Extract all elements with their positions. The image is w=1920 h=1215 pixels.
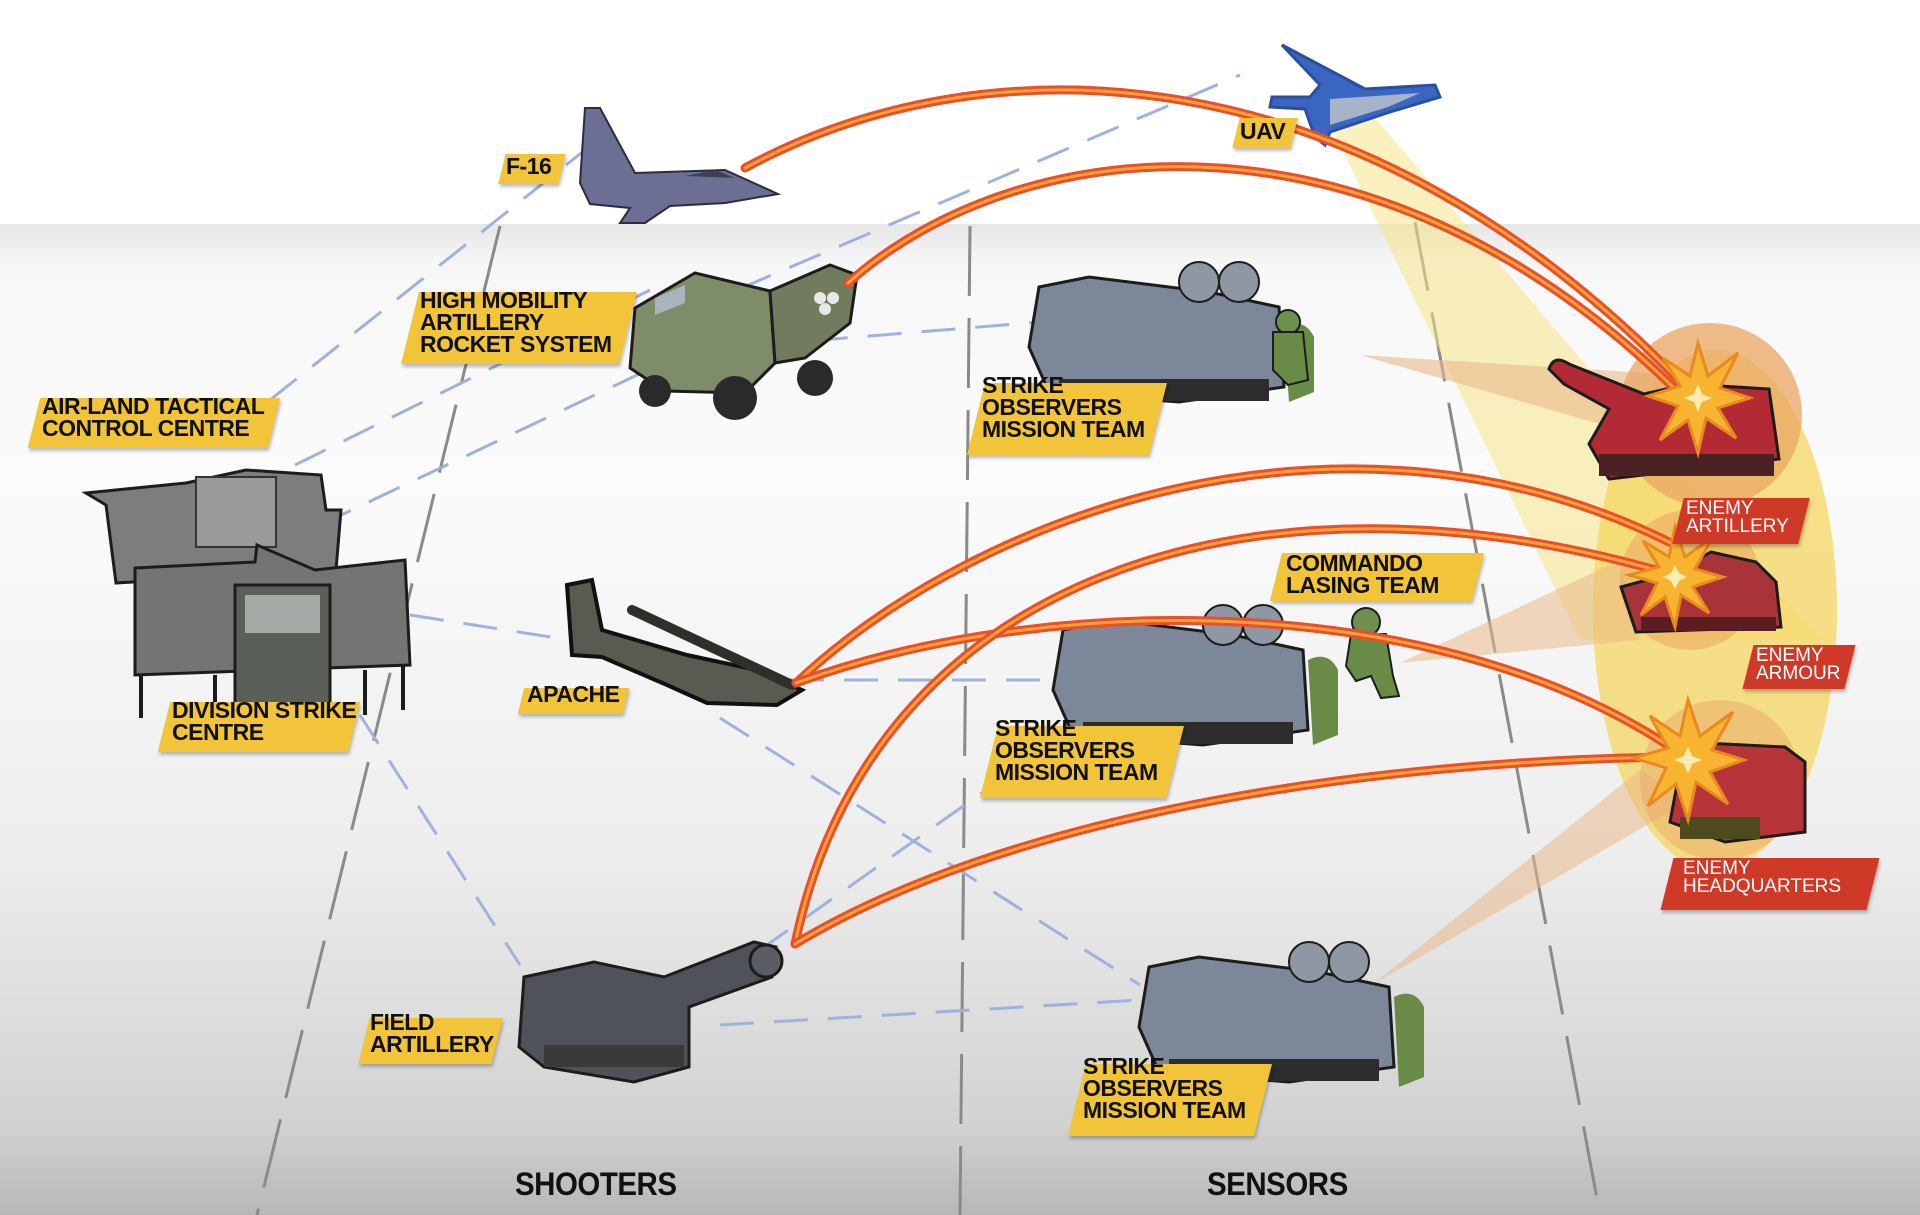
explosion-icon-enemy-armour: [1623, 521, 1729, 633]
label-altcc-text: AIR-LAND TACTICAL CONTROL CENTRE: [42, 393, 265, 441]
label-dsc-text: DIVISION STRIKE CENTRE: [172, 697, 357, 745]
comm-link: [759, 778, 1001, 952]
label-somt-2-text: STRIKE OBSERVERS MISSION TEAM: [995, 715, 1158, 785]
apache-helicopter-icon[interactable]: [564, 577, 807, 708]
strike-arc-f16-to-enemy-artillery: [740, 85, 1698, 400]
strike-arc-himars-to-enemy-artillery: [843, 162, 1691, 405]
explosion-icon-enemy-hq: [1628, 694, 1749, 826]
observer-cone-2: [1400, 560, 1640, 663]
label-himars-text: HIGH MOBILITY ARTILLERY ROCKET SYSTEM: [420, 287, 612, 357]
label-himars: HIGH MOBILITY ARTILLERY ROCKET SYSTEM: [401, 287, 637, 364]
field-artillery-howitzer-icon[interactable]: [517, 940, 784, 1084]
strike-observers-vehicle-3-icon[interactable]: [1137, 941, 1424, 1087]
divider-line-left: [255, 225, 502, 1215]
comm-link: [719, 716, 1141, 987]
commando-soldier-icon[interactable]: [1344, 607, 1401, 700]
divider-line-center: [958, 225, 972, 1215]
comm-link: [719, 998, 1141, 1027]
comm-link: [269, 148, 586, 402]
comm-link: [689, 73, 1241, 312]
divider-line-right: [1413, 221, 1602, 1215]
label-enemy-hq: ENEMY HEADQUARTERS: [1660, 858, 1880, 910]
label-f16: F-16: [498, 153, 566, 184]
strike-arc-apache-to-enemy-armour: [791, 464, 1680, 688]
column-title-shooters: SHOOTERS: [515, 1166, 677, 1202]
strike-arc-field-artillery-to-enemy-hq: [790, 752, 1687, 949]
comm-link: [409, 613, 571, 642]
label-uav-text: UAV: [1240, 118, 1286, 144]
comm-link: [319, 348, 691, 527]
label-somt-2: STRIKE OBSERVERS MISSION TEAM: [980, 715, 1184, 798]
label-apache: APACHE: [517, 681, 630, 714]
explosion-icon-enemy-artillery: [1643, 337, 1755, 459]
f16-jet-icon[interactable]: [578, 107, 782, 224]
division-strike-centre-icon[interactable]: [133, 542, 412, 718]
label-somt-3-text: STRIKE OBSERVERS MISSION TEAM: [1083, 1053, 1246, 1123]
label-commando: COMMANDO LASING TEAM: [1270, 550, 1484, 601]
label-uav: UAV: [1232, 118, 1298, 148]
label-field-artillery-text: FIELD ARTILLERY: [370, 1009, 494, 1057]
label-enemy-artillery: ENEMY ARTILLERY: [1672, 498, 1810, 544]
label-enemy-armour-text: ENEMY ARMOUR: [1756, 645, 1841, 685]
label-apache-text: APACHE: [527, 681, 620, 707]
label-dsc: DIVISION STRIKE CENTRE: [157, 697, 361, 752]
comm-link: [759, 320, 1041, 347]
label-somt-1: STRIKE OBSERVERS MISSION TEAM: [967, 372, 1167, 455]
strike-arc-field-artillery-to-enemy-armour: [790, 524, 1678, 949]
strike-arc-apache-to-enemy-hq: [791, 616, 1690, 762]
label-altcc: AIR-LAND TACTICAL CONTROL CENTRE: [27, 393, 281, 448]
column-title-sensors: SENSORS: [1207, 1166, 1348, 1202]
strike-observers-soldier-1-icon: [1272, 309, 1310, 387]
label-enemy-armour: ENEMY ARMOUR: [1742, 645, 1856, 689]
label-enemy-artillery-text: ENEMY ARTILLERY: [1686, 498, 1789, 538]
himars-launcher-icon[interactable]: [628, 263, 859, 420]
label-somt-3: STRIKE OBSERVERS MISSION TEAM: [1068, 1053, 1272, 1136]
observer-cone-3: [1372, 770, 1690, 985]
label-enemy-hq-text: ENEMY HEADQUARTERS: [1683, 858, 1842, 898]
label-commando-text: COMMANDO LASING TEAM: [1286, 550, 1439, 598]
label-f16-text: F-16: [506, 153, 552, 179]
label-somt-1-text: STRIKE OBSERVERS MISSION TEAM: [982, 372, 1145, 442]
label-field-artillery: FIELD ARTILLERY: [358, 1009, 503, 1064]
comm-link: [358, 714, 522, 966]
sky-background: [0, 0, 1920, 224]
